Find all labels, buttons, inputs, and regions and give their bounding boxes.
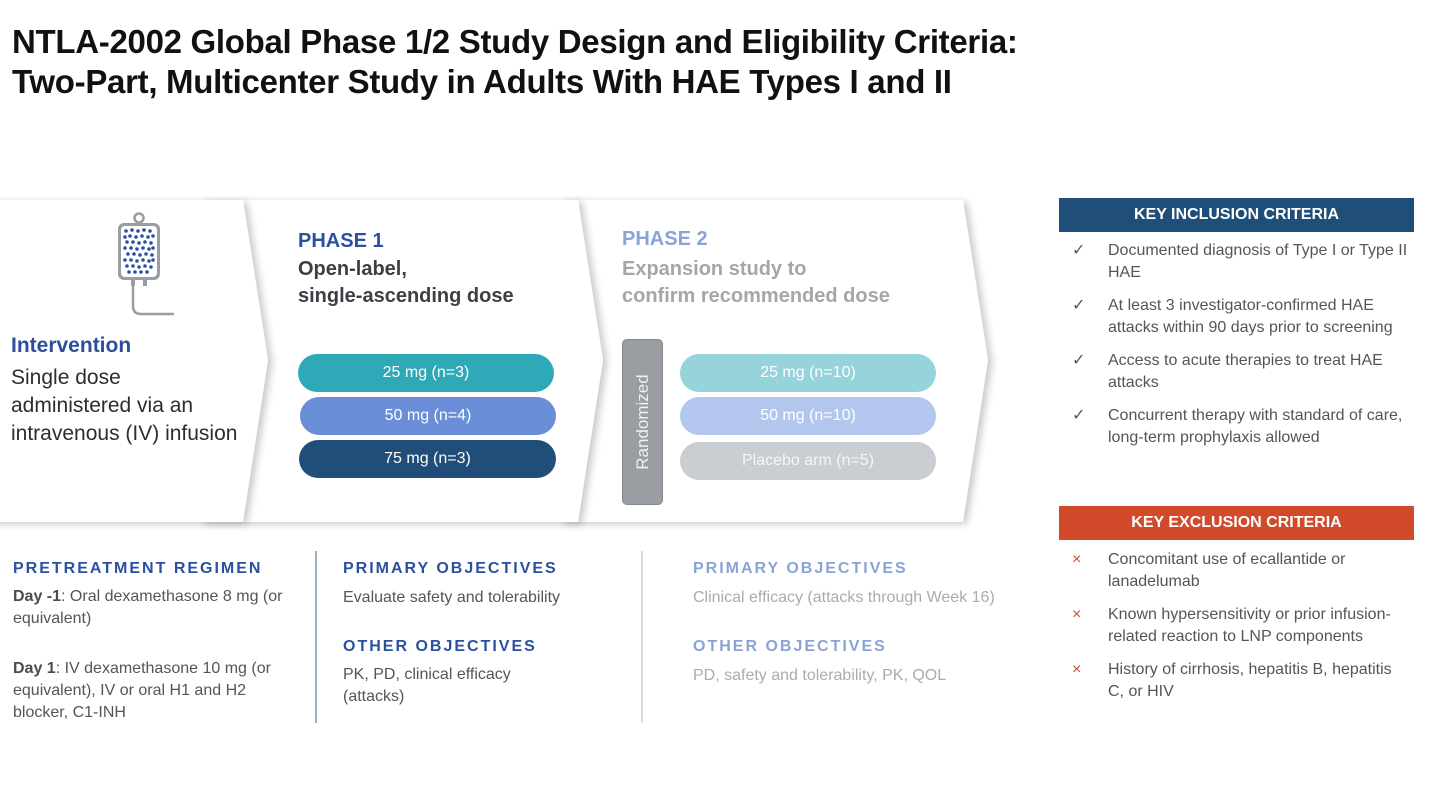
phase2-dose-50mg: 50 mg (n=10)	[680, 397, 936, 435]
day1-label: Day 1	[13, 660, 56, 677]
exclusion-item-text: History of cirrhosis, hepatitis B, hepat…	[1108, 661, 1392, 700]
phase2-dose-25mg: 25 mg (n=10)	[680, 354, 936, 392]
exclusion-item-text: Known hypersensitivity or prior infusion…	[1108, 606, 1391, 645]
phase1-other-objectives-text: PK, PD, clinical efficacy (attacks)	[343, 666, 511, 705]
phase2-primary-objectives-text: Clinical efficacy (attacks through Week …	[693, 589, 995, 606]
phase1-subtitle-line2: single-ascending dose	[298, 285, 514, 307]
phase2-subtitle-line1: Expansion study to	[622, 258, 807, 280]
phase2-placebo-arm: Placebo arm (n=5)	[680, 442, 936, 480]
inclusion-item: ✓ Access to acute therapies to treat HAE …	[1072, 350, 1412, 394]
inclusion-item: ✓ At least 3 investigator-confirmed HAE a…	[1072, 295, 1412, 339]
phase1-dose-25mg: 25 mg (n=3)	[298, 354, 554, 392]
inclusion-criteria-list: ✓ Documented diagnosis of Type I or Type …	[1072, 240, 1412, 460]
inclusion-item: ✓ Concurrent therapy with standard of car…	[1072, 405, 1412, 449]
check-icon: ✓	[1072, 407, 1086, 424]
divider-2	[641, 551, 643, 723]
inclusion-item-text: Access to acute therapies to treat HAE a…	[1108, 352, 1383, 391]
inclusion-criteria-header: KEY INCLUSION CRITERIA	[1059, 198, 1414, 232]
phase2-subtitle-line2: confirm recommended dose	[622, 285, 890, 307]
phase2-label: PHASE 2	[622, 228, 708, 250]
phase2-primary-objectives-heading: PRIMARY OBJECTIVES	[693, 560, 908, 577]
phase1-subtitle: Open-label, single-ascending dose	[298, 256, 514, 310]
day1-text: : IV dexamethasone 10 mg (or equivalent)…	[13, 660, 271, 721]
intervention-heading: Intervention	[11, 334, 132, 357]
day-minus1-label: Day -1	[13, 588, 62, 605]
phase1-other-objectives-heading: OTHER OBJECTIVES	[343, 638, 537, 655]
pretreatment-heading: PRETREATMENT REGIMEN	[13, 560, 263, 577]
pretreatment-day1: Day 1: IV dexamethasone 10 mg (or equiva…	[13, 658, 288, 724]
intervention-chevron	[0, 200, 268, 522]
phase1-subtitle-line1: Open-label,	[298, 258, 407, 280]
phase1-primary-objectives-heading: PRIMARY OBJECTIVES	[343, 560, 558, 577]
inclusion-item-text: Documented diagnosis of Type I or Type I…	[1108, 242, 1408, 281]
inclusion-item: ✓ Documented diagnosis of Type I or Type …	[1072, 240, 1412, 284]
intervention-description: Single dose administered via an intraven…	[11, 366, 238, 445]
iv-bag-icon	[118, 212, 174, 316]
randomized-bar: Randomized	[622, 339, 663, 505]
pretreatment-day-minus1: Day -1: Oral dexamethasone 8 mg (or equi…	[13, 586, 288, 630]
exclusion-item: × Concomitant use of ecallantide or lanad…	[1072, 549, 1412, 593]
phase1-dose-75mg: 75 mg (n=3)	[299, 440, 556, 478]
phase2-other-objectives-text: PD, safety and tolerability, PK, QOL	[693, 667, 947, 684]
x-icon: ×	[1072, 551, 1082, 568]
check-icon: ✓	[1072, 297, 1086, 314]
phase1-primary-objectives-text: Evaluate safety and tolerability	[343, 589, 561, 606]
phase2-other-objectives-heading: OTHER OBJECTIVES	[693, 638, 887, 655]
x-icon: ×	[1072, 661, 1082, 678]
day-minus1-text: : Oral dexamethasone 8 mg (or equivalent…	[13, 588, 283, 627]
x-icon: ×	[1072, 606, 1082, 623]
title-line-1: NTLA-2002 Global Phase 1/2 Study Design …	[12, 23, 1018, 60]
exclusion-item: × History of cirrhosis, hepatitis B, hepa…	[1072, 659, 1412, 703]
inclusion-item-text: At least 3 investigator-confirmed HAE at…	[1108, 297, 1393, 336]
phase2-subtitle: Expansion study to confirm recommended d…	[622, 256, 890, 310]
exclusion-criteria-list: × Concomitant use of ecallantide or lanad…	[1072, 549, 1412, 714]
exclusion-item: × Known hypersensitivity or prior infusio…	[1072, 604, 1412, 648]
randomized-label: Randomized	[632, 374, 652, 470]
divider-1	[315, 551, 317, 723]
phase1-dose-50mg: 50 mg (n=4)	[300, 397, 556, 435]
check-icon: ✓	[1072, 242, 1086, 259]
title-line-2: Two-Part, Multicenter Study in Adults Wi…	[12, 63, 952, 100]
exclusion-criteria-header: KEY EXCLUSION CRITERIA	[1059, 506, 1414, 540]
check-icon: ✓	[1072, 352, 1086, 369]
phase1-label: PHASE 1	[298, 230, 384, 252]
exclusion-item-text: Concomitant use of ecallantide or lanade…	[1108, 551, 1346, 590]
page-title: NTLA-2002 Global Phase 1/2 Study Design …	[12, 22, 1018, 102]
inclusion-item-text: Concurrent therapy with standard of care…	[1108, 407, 1403, 446]
